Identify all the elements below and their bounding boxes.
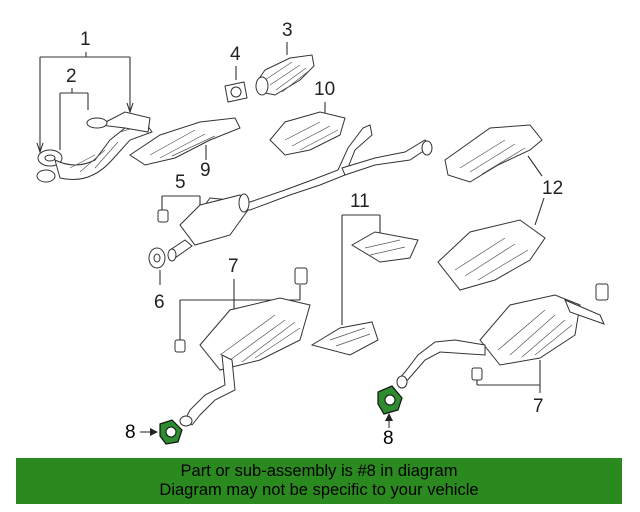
- callout-6: 6: [154, 292, 165, 313]
- heat-shield-11-upper: [351, 231, 419, 263]
- muffler-left-part: [179, 297, 311, 427]
- resonator-part: [167, 193, 250, 262]
- callout-8-left: 8: [125, 422, 136, 443]
- front-pipe-part: [36, 111, 153, 183]
- heat-shield-11-lower: [310, 321, 379, 356]
- heat-shield-12-upper: [444, 124, 543, 183]
- callout-7-right: 7: [533, 396, 544, 417]
- banner-line-1: Part or sub-assembly is #8 in diagram: [180, 462, 458, 480]
- callout-11: 11: [350, 191, 370, 212]
- hanger-5-part: [157, 209, 169, 223]
- banner-line-2: Diagram may not be specific to your vehi…: [159, 481, 479, 499]
- callout-1-arrows: [36, 102, 134, 154]
- hanger-7-left-part: [174, 267, 308, 353]
- heat-shield-9-part: [129, 117, 241, 166]
- heat-shield-10-part: [269, 111, 346, 156]
- catalytic-converter-part: [255, 54, 315, 96]
- callout-10: 10: [314, 79, 335, 100]
- callout-9: 9: [200, 160, 211, 181]
- callout-11-leader: [341, 214, 381, 325]
- callout-5-leader: [161, 195, 201, 210]
- callout-12: 12: [542, 178, 563, 199]
- gasket-8-right-highlight: [377, 385, 403, 415]
- callout-7-left: 7: [228, 256, 239, 277]
- callout-4: 4: [230, 44, 241, 65]
- callout-12-leader: [527, 155, 545, 226]
- callout-1: 1: [80, 29, 91, 50]
- callout-8-right-arrow: [385, 413, 393, 421]
- heat-shield-12-lower: [437, 219, 546, 291]
- callout-5: 5: [175, 172, 186, 193]
- callout-7-left-leader: [179, 279, 301, 340]
- callout-8-right: 8: [383, 428, 394, 449]
- callout-3: 3: [282, 20, 293, 41]
- callout-7-right-leader: [476, 360, 541, 393]
- callout-8-left-arrow: [150, 428, 158, 436]
- info-banner: Part or sub-assembly is #8 in diagram Di…: [16, 458, 622, 504]
- gasket-6-part: [148, 247, 166, 269]
- gasket-8-left-highlight: [159, 419, 183, 445]
- callout-2-leader: [59, 88, 89, 150]
- pipe-flange: [421, 140, 433, 156]
- callout-1-leader: [39, 52, 131, 150]
- gasket-4-part: [224, 81, 248, 103]
- callout-2: 2: [66, 66, 77, 87]
- muffler-right-part: [396, 294, 605, 389]
